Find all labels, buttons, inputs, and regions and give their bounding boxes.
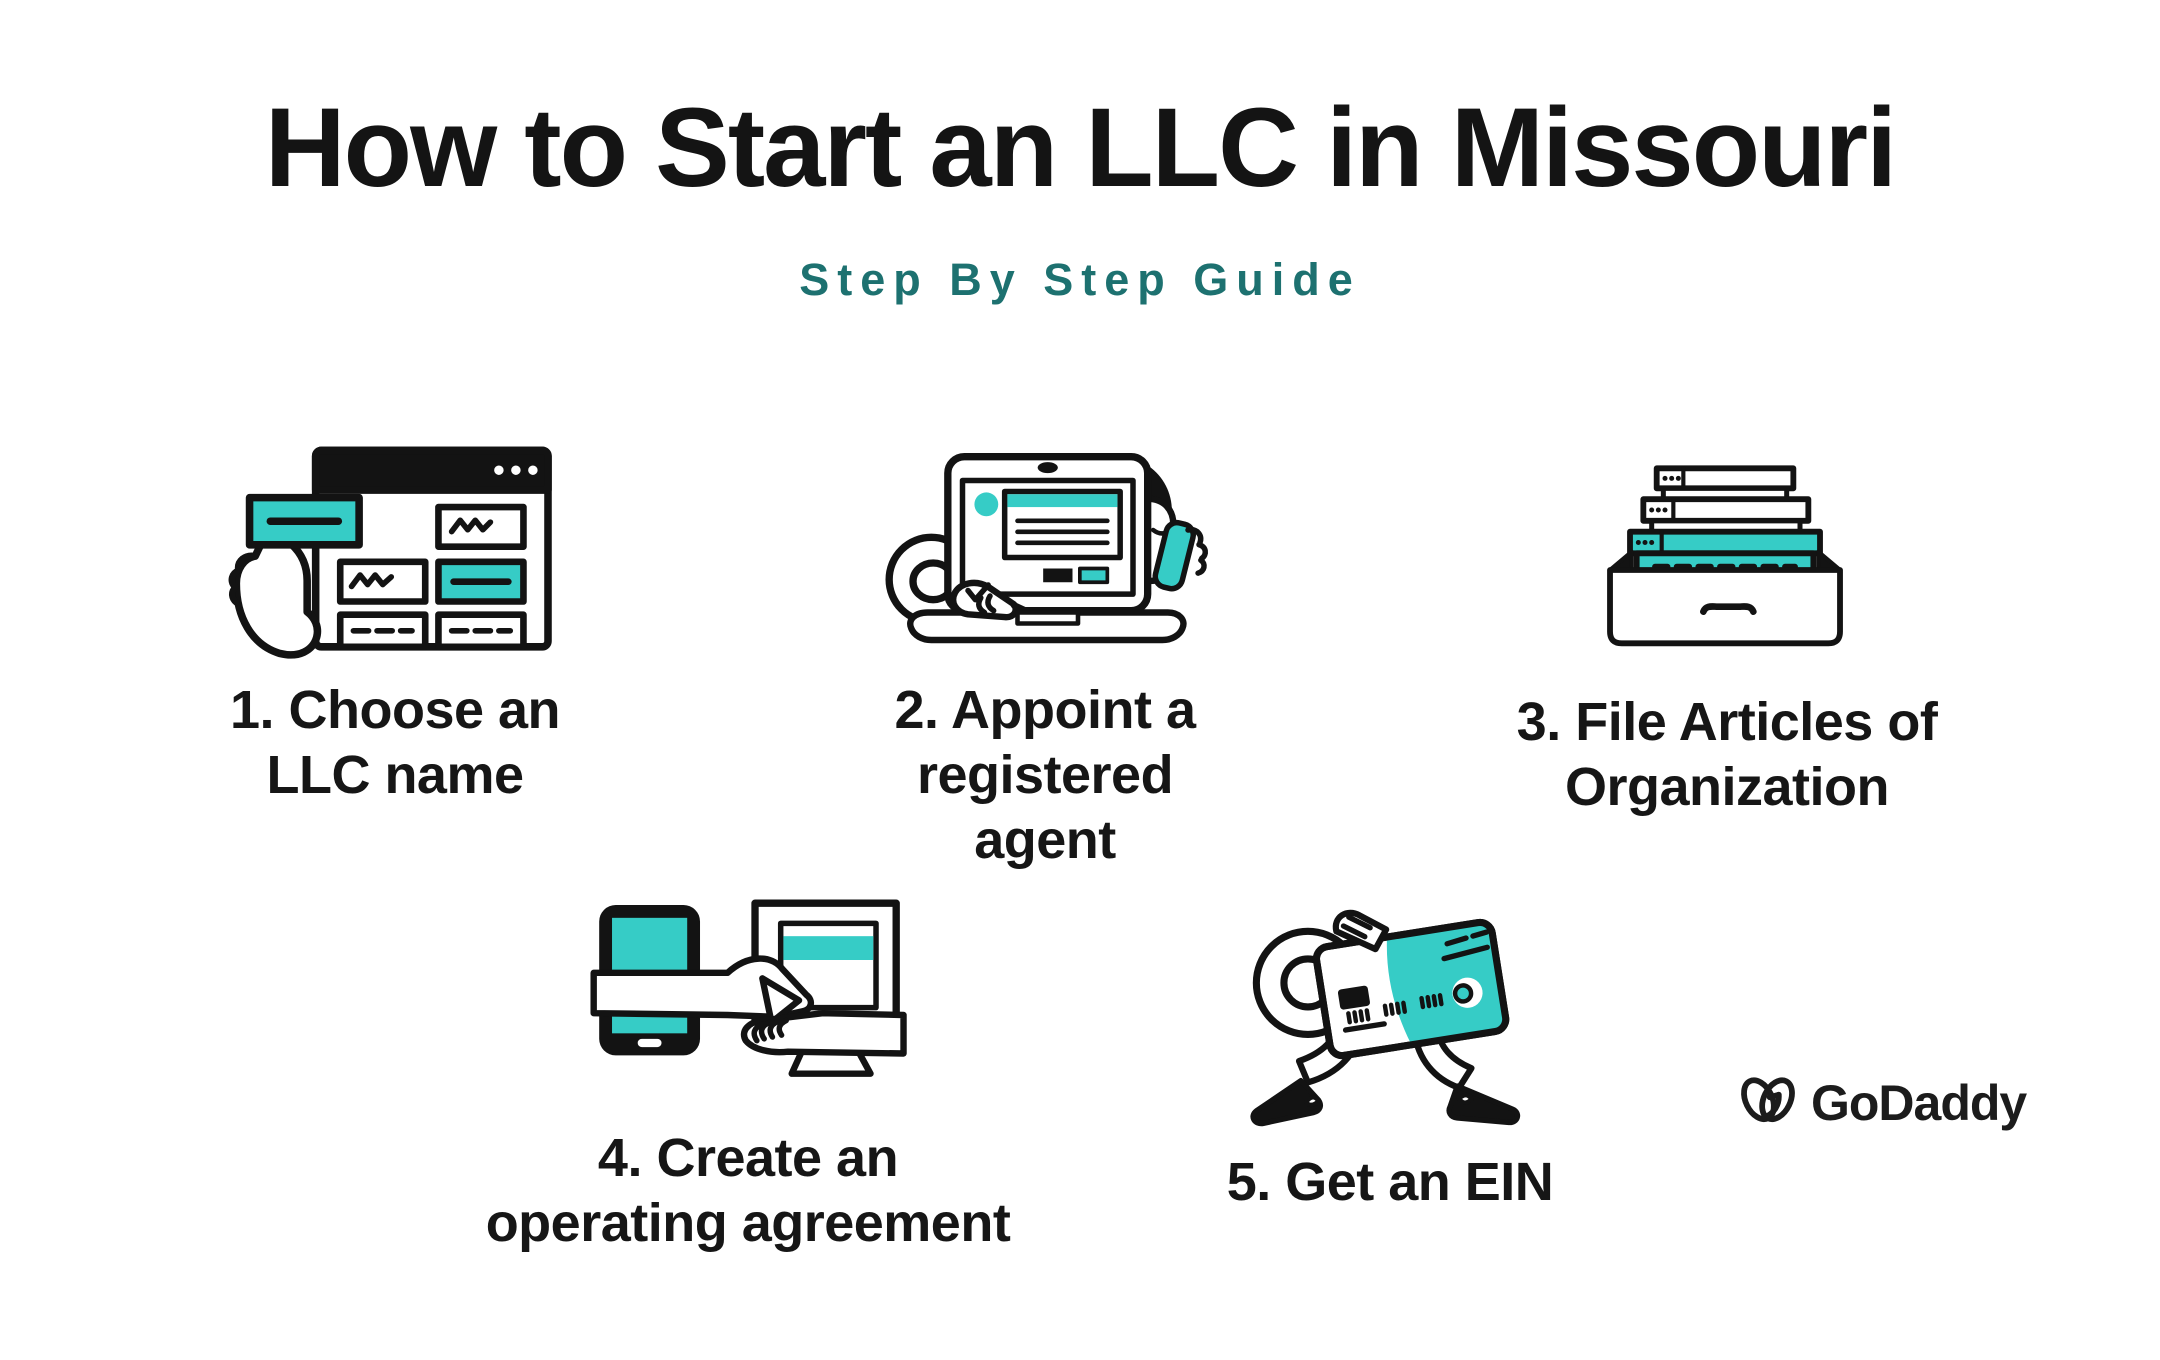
walking-credit-card-icon	[1250, 909, 1521, 1127]
step-4-label: 4. Create an operating agreement	[485, 1128, 1011, 1253]
handshake-devices-icon	[590, 899, 908, 1077]
step-2-icon-wrap	[880, 430, 1210, 662]
step-3-label: 3. File Articles of Organization	[1516, 692, 1938, 817]
step-5-label: 5. Get an EIN	[1226, 1152, 1554, 1212]
step-5-get-ein: 5. Get an EIN	[1227, 868, 1554, 1215]
brand-logo: GoDaddy	[1735, 1070, 2027, 1136]
step-5-icon-wrap	[1230, 868, 1550, 1136]
step-1-label: 1. Choose an LLC name	[229, 680, 561, 805]
file-drawer-documents-icon	[1607, 465, 1844, 647]
step-3-file-articles: 3. File Articles of Organization	[1517, 438, 1938, 820]
step-2-label: 2. Appoint a registered agent	[894, 680, 1197, 870]
step-4-icon-wrap	[583, 876, 913, 1114]
step-3-icon-wrap	[1577, 438, 1877, 660]
person-laptop-phone-icon	[885, 452, 1208, 644]
page-title: How to Start an LLC in Missouri	[264, 85, 1897, 210]
step-4-operating-agreement: 4. Create an operating agreement	[486, 876, 1011, 1256]
step-2-appoint-registered-agent: 2. Appoint a registered agent	[880, 430, 1210, 872]
step-1-choose-llc-name: 1. Choose an LLC name	[225, 432, 565, 808]
step-1-icon-wrap	[225, 432, 565, 664]
brand-wordmark: GoDaddy	[1811, 1075, 2027, 1131]
browser-window-hand-icon	[228, 446, 552, 659]
godaddy-heart-icon	[1741, 1077, 1795, 1123]
page-subtitle: Step By Step Guide	[799, 254, 1361, 305]
